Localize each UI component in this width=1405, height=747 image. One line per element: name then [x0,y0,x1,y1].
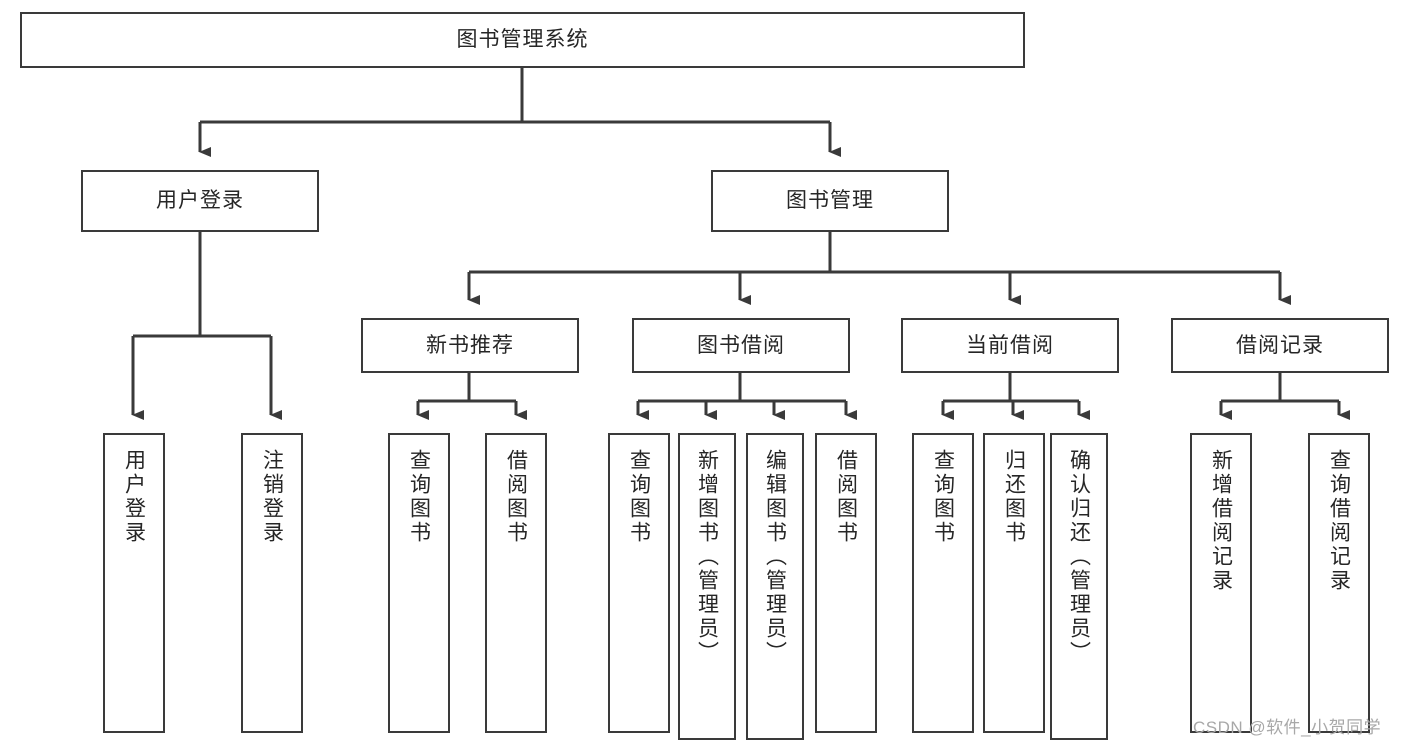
node-book-manage-label: 图书管理 [786,189,874,213]
node-leaf-user-login[interactable]: 用户登录 [103,433,165,733]
node-leaf-add-borrow-record-label: 新增借阅记录 [1209,449,1233,593]
node-book-borrow-label: 图书借阅 [697,333,785,357]
node-leaf-user-login-label: 用户登录 [122,449,146,545]
node-leaf-edit-book-admin[interactable]: 编辑图书（管理员） [746,433,804,740]
node-leaf-query-book-2-label: 查询图书 [627,449,651,545]
node-leaf-return-book-label: 归还图书 [1002,449,1026,545]
node-leaf-query-book-3[interactable]: 查询图书 [912,433,974,733]
node-leaf-confirm-return-admin-label: 确认归还（管理员） [1067,449,1091,665]
node-leaf-borrow-book-1-label: 借阅图书 [504,449,528,545]
node-new-book-recommend[interactable]: 新书推荐 [361,318,579,373]
node-leaf-add-book-admin-label: 新增图书（管理员） [695,449,719,665]
node-borrow-record[interactable]: 借阅记录 [1171,318,1389,373]
node-leaf-confirm-return-admin[interactable]: 确认归还（管理员） [1050,433,1108,740]
node-leaf-borrow-book-1[interactable]: 借阅图书 [485,433,547,733]
node-book-manage[interactable]: 图书管理 [711,170,949,232]
node-user-login[interactable]: 用户登录 [81,170,319,232]
node-leaf-add-borrow-record[interactable]: 新增借阅记录 [1190,433,1252,733]
node-current-borrow[interactable]: 当前借阅 [901,318,1119,373]
node-root[interactable]: 图书管理系统 [20,12,1025,68]
node-leaf-query-borrow-record[interactable]: 查询借阅记录 [1308,433,1370,733]
node-current-borrow-label: 当前借阅 [966,333,1054,357]
node-leaf-query-book-1-label: 查询图书 [407,449,431,545]
node-leaf-edit-book-admin-label: 编辑图书（管理员） [763,449,787,665]
csdn-watermark: CSDN @软件_小贺同学 [1193,718,1382,737]
node-leaf-query-borrow-record-label: 查询借阅记录 [1327,449,1351,593]
node-borrow-record-label: 借阅记录 [1236,333,1324,357]
node-user-login-label: 用户登录 [156,189,244,213]
node-leaf-logout-login-label: 注销登录 [260,449,284,545]
node-leaf-add-book-admin[interactable]: 新增图书（管理员） [678,433,736,740]
node-leaf-logout-login[interactable]: 注销登录 [241,433,303,733]
node-leaf-borrow-book-2[interactable]: 借阅图书 [815,433,877,733]
node-leaf-borrow-book-2-label: 借阅图书 [834,449,858,545]
node-book-borrow[interactable]: 图书借阅 [632,318,850,373]
node-leaf-query-book-2[interactable]: 查询图书 [608,433,670,733]
node-leaf-return-book[interactable]: 归还图书 [983,433,1045,733]
node-new-book-recommend-label: 新书推荐 [426,333,514,357]
node-leaf-query-book-3-label: 查询图书 [931,449,955,545]
node-root-label: 图书管理系统 [456,28,589,52]
node-leaf-query-book-1[interactable]: 查询图书 [388,433,450,733]
